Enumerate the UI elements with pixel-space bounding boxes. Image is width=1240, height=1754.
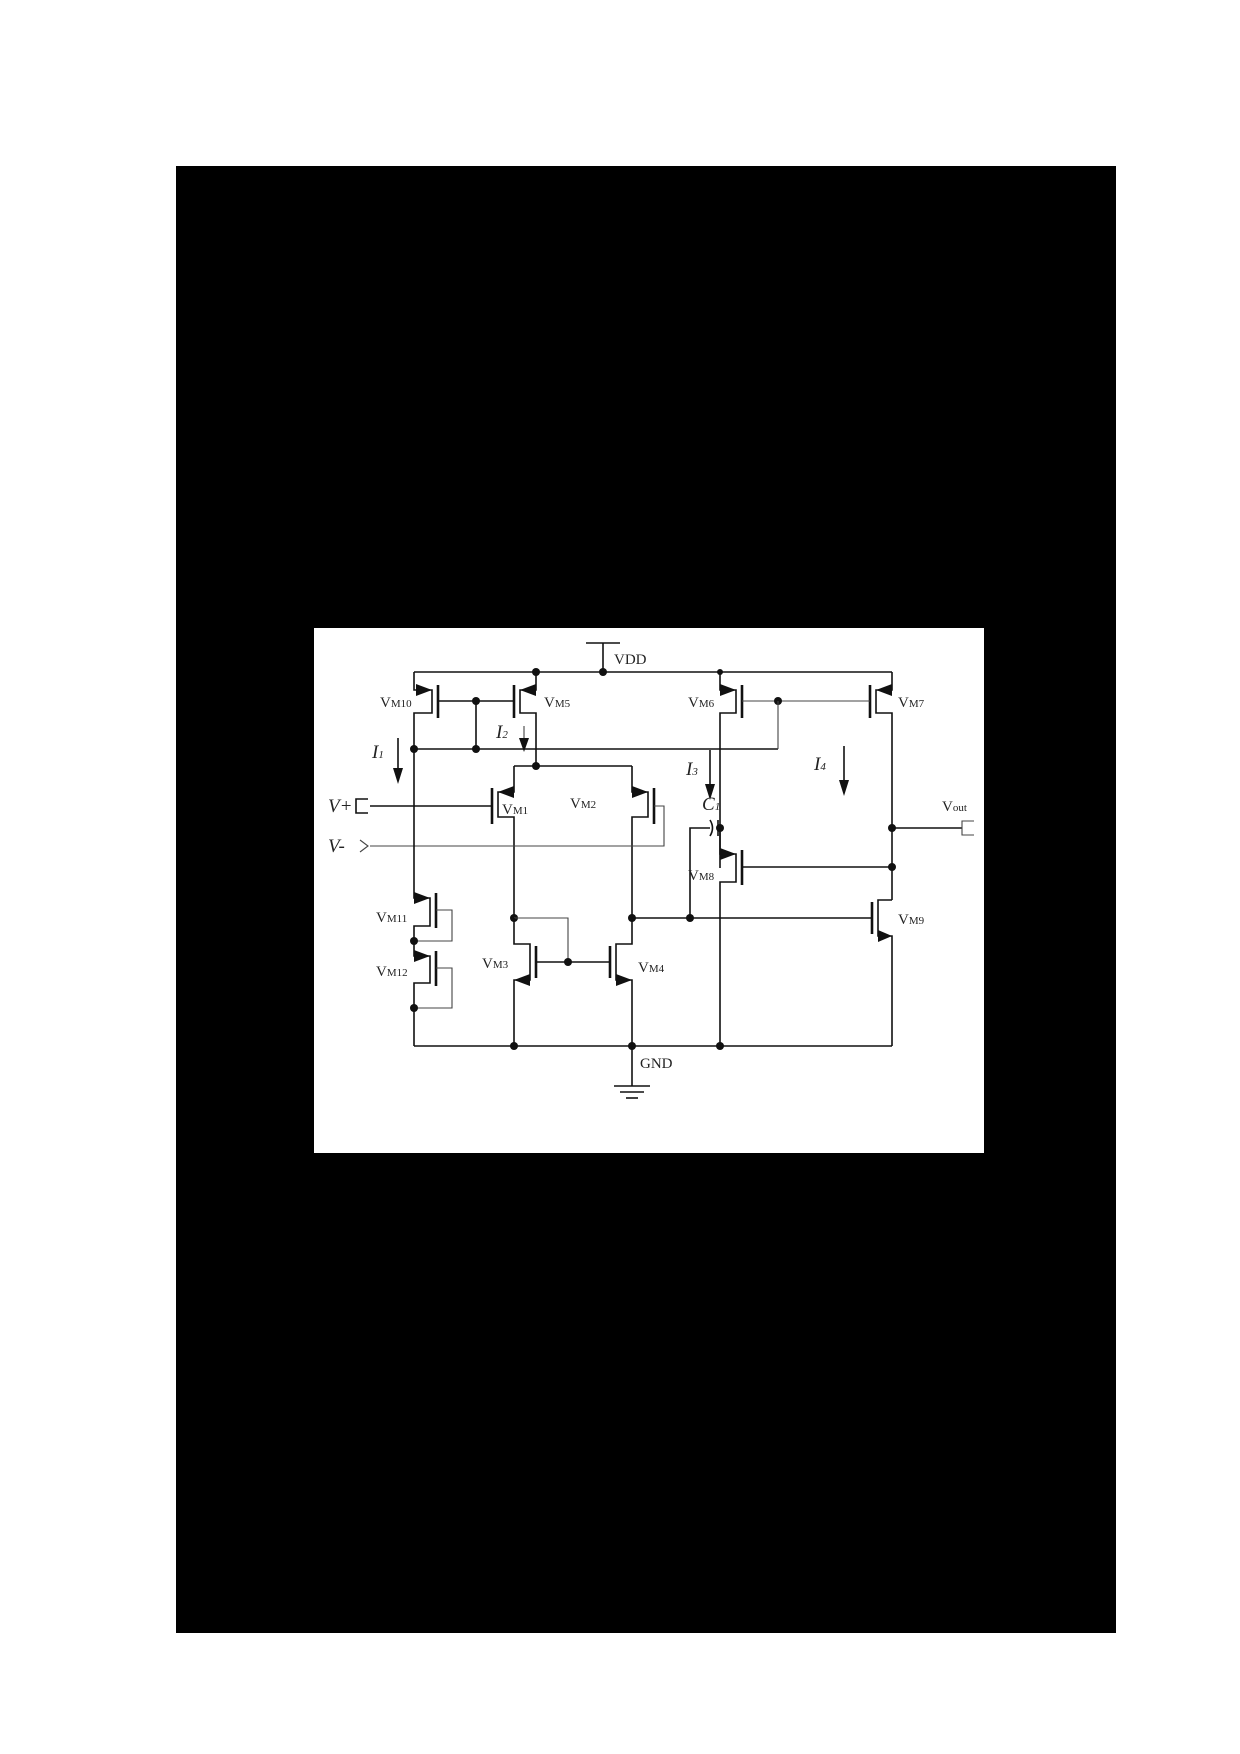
transistor-m10: VM10 xyxy=(380,672,440,748)
vdd-label: VDD xyxy=(614,652,647,668)
transistor-m2: VM2 xyxy=(370,766,665,918)
label-m9: VM9 xyxy=(898,912,925,928)
svg-text:C1: C1 xyxy=(702,794,720,815)
ground-symbol: GND xyxy=(614,1046,673,1099)
circuit-figure: VDD VM10 VM5 VM6 VM7 xyxy=(314,628,984,1153)
transistor-m11: VM11 xyxy=(376,882,453,945)
transistor-m7: VM7 xyxy=(868,672,925,828)
svg-text:I3: I3 xyxy=(685,759,698,780)
output-vout: Vout xyxy=(892,799,974,836)
svg-text:V+: V+ xyxy=(328,796,352,817)
input-vplus: V+ xyxy=(328,796,368,817)
label-m2: VM2 xyxy=(570,796,596,812)
op-amp-schematic: VDD VM10 VM5 VM6 VM7 xyxy=(328,642,974,1099)
transistor-m3: VM3 xyxy=(482,918,538,1046)
transistor-m4: VM4 xyxy=(608,918,665,1046)
label-m11: VM11 xyxy=(376,910,407,926)
svg-text:I4: I4 xyxy=(813,754,826,775)
label-m6: VM6 xyxy=(688,695,715,711)
svg-text:GND: GND xyxy=(640,1056,673,1072)
svg-text:I2: I2 xyxy=(495,722,508,743)
current-i2: I2 xyxy=(495,722,529,752)
label-m7: VM7 xyxy=(898,695,925,711)
label-m10: VM10 xyxy=(380,695,412,711)
transistor-m9: VM9 xyxy=(870,899,925,1046)
transistor-m12: VM12 xyxy=(376,941,453,1012)
current-i4: I4 xyxy=(813,746,849,796)
label-m12: VM12 xyxy=(376,964,408,980)
transistor-m5: VM5 xyxy=(512,672,571,766)
label-m8: VM8 xyxy=(688,868,715,884)
label-m5: VM5 xyxy=(544,695,571,711)
label-m1: VM1 xyxy=(502,802,528,818)
current-i3: I3 xyxy=(685,750,715,800)
input-vminus: V- xyxy=(328,836,369,857)
svg-text:Vout: Vout xyxy=(942,799,967,815)
current-i1: I1 xyxy=(371,738,403,784)
svg-text:V-: V- xyxy=(328,836,345,857)
label-m3: VM3 xyxy=(482,956,509,972)
transistor-m1: VM1 xyxy=(370,766,528,918)
vdd-symbol: VDD xyxy=(586,642,647,676)
capacitor-c1: C1 xyxy=(689,794,720,918)
label-m4: VM4 xyxy=(638,960,665,976)
transistor-m8: VM8 xyxy=(688,828,892,1046)
svg-text:I1: I1 xyxy=(371,742,384,763)
